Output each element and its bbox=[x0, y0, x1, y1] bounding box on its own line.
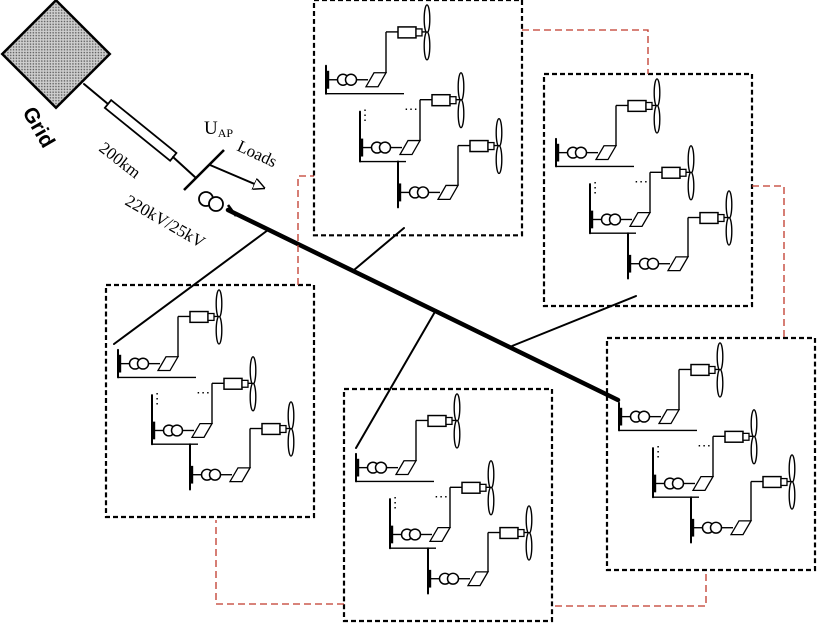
communication-links bbox=[215, 29, 785, 607]
grid-label: Grid bbox=[18, 103, 60, 152]
grid-source-icon bbox=[0, 0, 112, 110]
transformer-rating-label: 220kV/25kV bbox=[122, 191, 209, 252]
collector-branches bbox=[113, 227, 637, 449]
transmission-line bbox=[83, 83, 197, 179]
pcc-voltage-label: UAP bbox=[204, 118, 233, 140]
wind-farm-5 bbox=[607, 338, 815, 570]
line-length-label: 200km bbox=[96, 138, 145, 182]
loads-label: Loads bbox=[234, 136, 280, 171]
wind-farm-4 bbox=[344, 389, 552, 621]
transformer-icon bbox=[198, 191, 238, 217]
pcc-bus bbox=[183, 149, 264, 191]
collector-trunk bbox=[225, 207, 621, 403]
wind-farm-2 bbox=[544, 74, 752, 306]
wind-farm-3 bbox=[106, 285, 314, 517]
wind-farm-1 bbox=[314, 0, 522, 235]
